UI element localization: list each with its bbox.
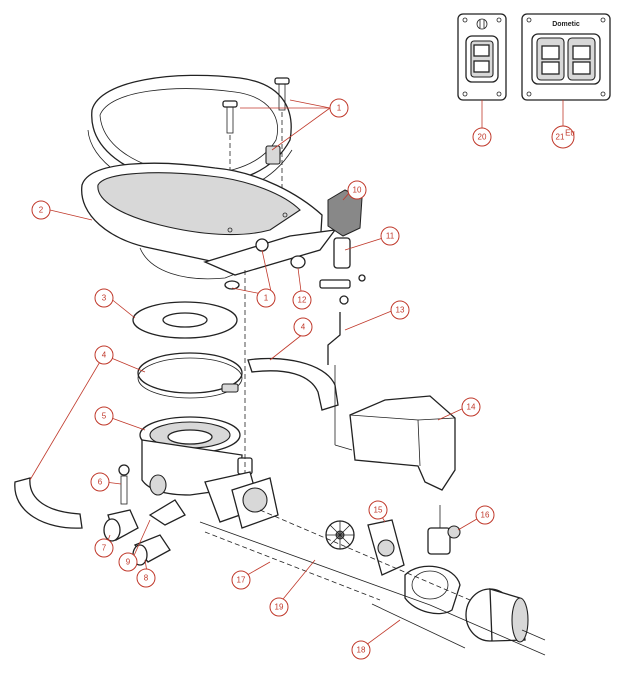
callout-21-suffix: Eu xyxy=(565,129,575,138)
callout-4a-label: 4 xyxy=(301,323,306,332)
bolt-6 xyxy=(118,464,130,505)
pump-cover xyxy=(349,395,456,491)
callout-15-label: 15 xyxy=(374,506,383,515)
callout-12: 12 xyxy=(292,290,312,310)
pump-flange xyxy=(204,471,279,529)
callout-1a-label: 1 xyxy=(337,104,342,113)
callout-5: 5 xyxy=(94,406,114,426)
callout-5-label: 5 xyxy=(102,412,107,421)
callout-7-label: 7 xyxy=(102,544,107,553)
seat-and-lid xyxy=(87,74,293,198)
callout-14-label: 14 xyxy=(467,403,476,412)
callout-21-label: 21 xyxy=(556,133,565,142)
callout-1b: 1 xyxy=(256,288,276,308)
callout-13: 13 xyxy=(390,300,410,320)
callout-4b-label: 4 xyxy=(102,351,107,360)
callout-13-label: 13 xyxy=(396,306,405,315)
valve-assembly xyxy=(319,189,366,365)
callout-17-label: 17 xyxy=(237,576,246,585)
callout-4b: 4 xyxy=(94,345,114,365)
callout-14: 14 xyxy=(461,397,481,417)
switch-panel-double: Dometic xyxy=(521,13,611,101)
clamp-half-left xyxy=(14,477,83,529)
callout-9: 9 xyxy=(118,552,138,572)
callout-4a: 4 xyxy=(293,317,313,337)
toilet-bowl xyxy=(81,162,337,280)
callout-16-label: 16 xyxy=(481,511,490,520)
callout-1b-label: 1 xyxy=(264,294,269,303)
callout-18: 18 xyxy=(351,640,371,660)
callout-20-label: 20 xyxy=(478,133,487,142)
elbow-9 xyxy=(148,499,186,526)
impeller xyxy=(325,520,355,550)
callout-8: 8 xyxy=(136,568,156,588)
callout-2-label: 2 xyxy=(39,206,44,215)
clamp-ring xyxy=(137,352,243,399)
callout-8-label: 8 xyxy=(144,574,149,583)
assembly-lines xyxy=(199,509,546,656)
callout-6: 6 xyxy=(90,472,110,492)
motor xyxy=(465,588,546,643)
callout-1a: 1 xyxy=(329,98,349,118)
clamp-half-right xyxy=(247,357,339,411)
callout-18-label: 18 xyxy=(357,646,366,655)
callout-11-label: 11 xyxy=(386,232,395,241)
gasket xyxy=(132,301,238,339)
callout-3-label: 3 xyxy=(102,294,107,303)
callout-3: 3 xyxy=(94,288,114,308)
callout-15: 15 xyxy=(368,500,388,520)
callout-9-label: 9 xyxy=(126,558,131,567)
callout-11: 11 xyxy=(380,226,400,246)
callout-2: 2 xyxy=(31,200,51,220)
solenoid-valve-16 xyxy=(427,505,461,555)
callout-10: 10 xyxy=(347,180,367,200)
elbow-8 xyxy=(132,534,171,566)
callout-7: 7 xyxy=(94,538,114,558)
hinge-cap xyxy=(224,255,306,290)
callout-16: 16 xyxy=(475,505,495,525)
elbow-7 xyxy=(103,509,139,542)
callout-19-label: 19 xyxy=(275,603,284,612)
callout-20: 20 xyxy=(472,127,492,147)
pump-plate-15 xyxy=(367,519,405,576)
brand-label: Dometic xyxy=(552,21,580,28)
callout-12-label: 12 xyxy=(298,296,307,305)
callout-17: 17 xyxy=(231,570,251,590)
callout-10-label: 10 xyxy=(353,186,362,195)
callout-21: 21 Eu xyxy=(551,125,575,149)
callout-6-label: 6 xyxy=(98,478,103,487)
callout-19: 19 xyxy=(269,597,289,617)
switch-panel-single xyxy=(457,13,507,101)
